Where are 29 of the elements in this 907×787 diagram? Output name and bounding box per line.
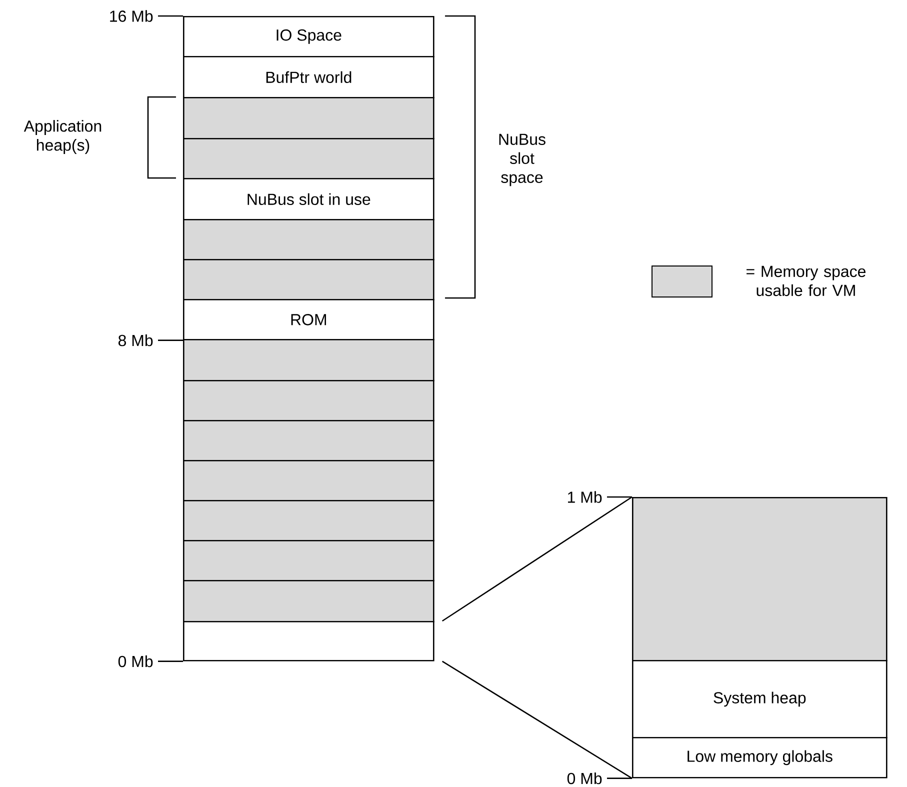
vm-region <box>183 339 434 382</box>
vm-region <box>183 500 434 542</box>
zoom-line <box>442 496 632 622</box>
memory-region: System heap <box>632 660 888 738</box>
memory-region: ROM <box>183 299 434 340</box>
tick-label: 1 Mb <box>568 491 602 503</box>
vm-region <box>183 219 434 260</box>
tick-label: 0 Mb <box>118 655 153 668</box>
bracket-label: Application heap(s) <box>24 120 102 154</box>
memory-region <box>183 621 434 662</box>
memory-region: IO Space <box>183 16 434 58</box>
vm-region <box>183 460 434 502</box>
vm-region <box>183 580 434 622</box>
vm-region <box>183 259 434 300</box>
vm-region <box>183 138 434 180</box>
zoom-line <box>442 660 632 779</box>
tick-label: 0 Mb <box>567 772 602 784</box>
vm-region <box>632 497 888 662</box>
vm-region <box>183 380 434 422</box>
tick-label: 8 Mb <box>118 334 153 346</box>
tick-label: 16 Mb <box>110 10 153 22</box>
memory-region: NuBus slot in use <box>183 178 434 220</box>
legend-text: = Memory space usable for VM <box>746 266 866 296</box>
memory-region: BufPtr world <box>183 56 434 98</box>
vm-region <box>183 540 434 582</box>
vm-region <box>183 97 434 140</box>
vm-region <box>183 420 434 462</box>
bracket-label: NuBus slot space <box>499 134 546 186</box>
memory-region: Low memory globals <box>632 737 888 778</box>
